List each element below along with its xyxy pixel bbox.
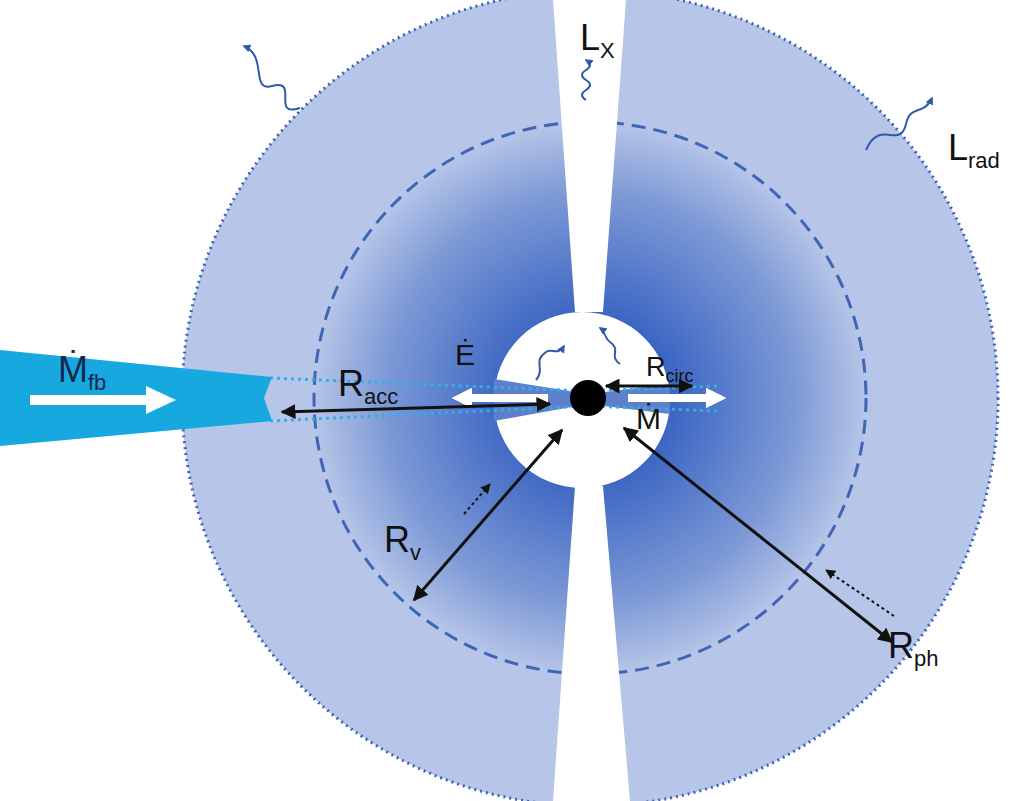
radius-arrow [624, 428, 892, 642]
flow-arrow [30, 395, 148, 405]
outflow-arrow [628, 394, 716, 402]
polar-funnel [553, 486, 630, 801]
symbol-label: Racc [338, 366, 398, 408]
symbol-label: LX [580, 20, 615, 62]
stream-body [0, 350, 272, 446]
symbol-label: Ṁ [636, 404, 661, 434]
motion-arrow [826, 570, 894, 616]
symbol-label: Ė [455, 340, 475, 370]
photon-squiggle [600, 328, 620, 364]
symbol-label: Rcirc [646, 354, 694, 385]
black-hole [570, 380, 606, 416]
flow-arrow [146, 386, 176, 414]
symbol-label: Lrad [948, 130, 1000, 172]
symbol-label: Rv [384, 522, 421, 564]
polar-funnel [553, 0, 626, 312]
accretion-stream: Ṁfb [0, 350, 274, 446]
symbol-label: Rph [888, 628, 938, 670]
photon-squiggle [582, 60, 590, 100]
disk-edge-line [588, 386, 718, 391]
stream-shape [0, 350, 274, 446]
photosphere-region [182, 0, 998, 801]
flow-label: Ṁfb [58, 352, 106, 394]
photon-squiggle [866, 98, 932, 150]
photon-squiggle [244, 46, 300, 110]
outflow-arrow [462, 394, 548, 402]
motion-arrow [464, 484, 490, 514]
photon-squiggle [536, 346, 564, 380]
disk-edge-line [270, 378, 588, 391]
radius-arrow [414, 430, 562, 600]
radius-arrow [282, 404, 550, 412]
